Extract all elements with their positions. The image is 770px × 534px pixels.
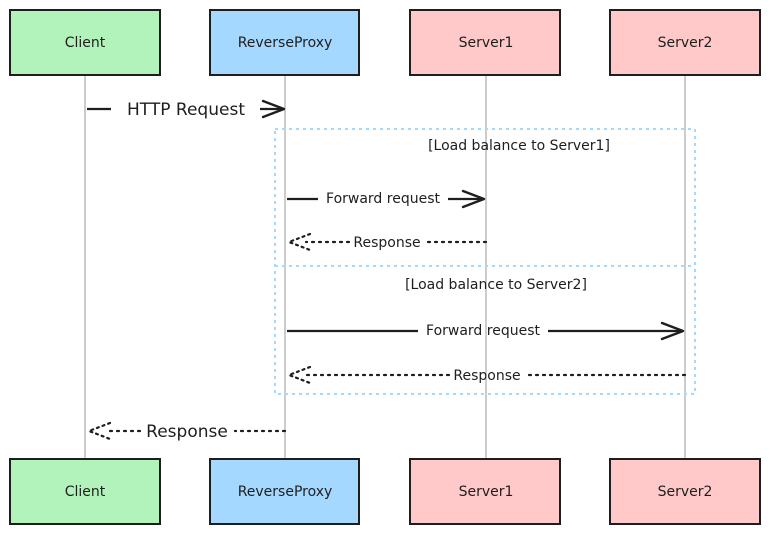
participant-proxy-bottom: ReverseProxy (209, 458, 360, 525)
participant-client-top: Client (9, 9, 161, 76)
svg-text:Server2: Server2 (658, 35, 713, 51)
message-response-server1: Response (285, 232, 488, 252)
participant-proxy-top: ReverseProxy (209, 9, 360, 76)
svg-text:ReverseProxy: ReverseProxy (238, 484, 333, 500)
participant-server2-top: Server2 (609, 9, 761, 76)
svg-text:Client: Client (65, 35, 106, 51)
message-http-request: HTTP Request (87, 99, 286, 120)
svg-text:Server1: Server1 (459, 484, 514, 500)
message-forward-request-server2: Forward request (287, 321, 685, 341)
svg-text:Server2: Server2 (658, 484, 713, 500)
participant-server1-bottom: Server1 (409, 458, 561, 525)
svg-text:Server1: Server1 (459, 35, 514, 51)
participant-server1-top: Server1 (409, 9, 561, 76)
svg-text:Response: Response (146, 422, 228, 442)
alt-section-1-label: [Load balance to Server1] (428, 138, 610, 154)
participant-client-bottom: Client (9, 458, 161, 525)
alt-block (274, 128, 696, 395)
svg-text:Forward request: Forward request (326, 191, 440, 207)
svg-text:Response: Response (353, 235, 420, 251)
svg-text:Client: Client (65, 484, 106, 500)
svg-text:HTTP Request: HTTP Request (127, 100, 245, 120)
message-response-client: Response (85, 421, 287, 442)
svg-text:ReverseProxy: ReverseProxy (238, 35, 333, 51)
message-response-server2: Response (285, 365, 687, 385)
message-forward-request-server1: Forward request (287, 189, 486, 209)
participant-server2-bottom: Server2 (609, 458, 761, 525)
svg-text:Response: Response (453, 368, 520, 384)
alt-section-2-label: [Load balance to Server2] (405, 277, 587, 293)
svg-text:Forward request: Forward request (426, 323, 540, 339)
